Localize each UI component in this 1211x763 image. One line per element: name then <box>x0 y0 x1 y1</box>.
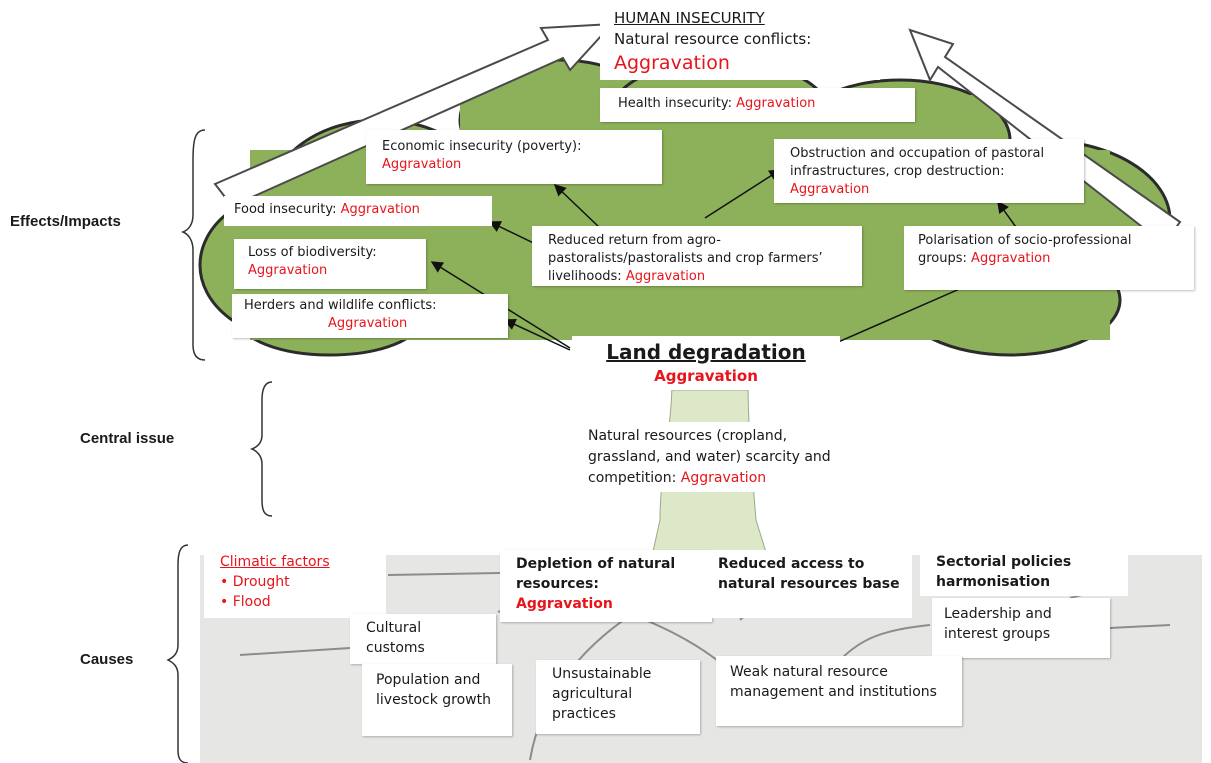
obstruction-label: Obstruction and occupation of pastoral i… <box>790 146 1045 179</box>
herders-wildlife-box: Herders and wildlife conflicts: Aggravat… <box>232 294 508 338</box>
weak-management-box: Weak natural resource management and ins… <box>716 656 962 726</box>
label-causes: Causes <box>80 651 134 668</box>
health-insecurity-value: Aggravation <box>736 96 816 111</box>
human-insecurity-title: HUMAN INSECURITY <box>614 9 765 27</box>
land-degradation-title: Land degradation <box>606 340 806 364</box>
label-central-issue: Central issue <box>80 430 175 447</box>
sectorial-policies-label: Sectorial policies harmonisation <box>936 554 1072 590</box>
reduced-return-label: Reduced return from agro-pastoralists/pa… <box>548 233 823 284</box>
polarisation-value: Aggravation <box>971 251 1051 266</box>
hollow-arrows <box>213 22 1182 246</box>
central-issue-value: Aggravation <box>680 470 767 486</box>
economic-insecurity-value: Aggravation <box>382 157 462 172</box>
land-degradation-box: Land degradation Aggravation <box>572 336 840 390</box>
reduced-access-label: Reduced access to natural resources base <box>718 556 900 592</box>
natural-resource-conflicts-value: Aggravation <box>614 52 730 74</box>
population-growth-box: Population and livestock growth <box>362 664 512 736</box>
central-issue-box: Natural resources (cropland, grassland, … <box>580 422 870 492</box>
sectorial-policies-box: Sectorial policies harmonisation <box>920 550 1128 596</box>
land-degradation-value: Aggravation <box>654 367 758 385</box>
loss-biodiversity-value: Aggravation <box>248 263 328 278</box>
label-effects-impacts: Effects/Impacts <box>10 213 121 230</box>
obstruction-value: Aggravation <box>790 182 870 197</box>
climatic-factors-box: Climatic factors • Drought • Flood <box>204 550 386 618</box>
central-issue-label: Natural resources (cropland, grassland, … <box>588 428 831 486</box>
population-growth-label: Population and livestock growth <box>376 672 491 708</box>
side-braces <box>166 129 273 763</box>
climatic-item-drought: • Drought <box>220 574 290 590</box>
unsustainable-practices-label: Unsustainable agricultural practices <box>552 666 652 722</box>
economic-insecurity-box: Economic insecurity (poverty): Aggravati… <box>366 130 662 184</box>
leadership-box: Leadership and interest groups <box>932 598 1110 658</box>
reduced-return-box: Reduced return from agro-pastoralists/pa… <box>532 226 862 286</box>
health-insecurity-label: Health insecurity: <box>618 96 737 111</box>
climatic-item-flood: • Flood <box>220 594 271 610</box>
herders-wildlife-value: Aggravation <box>328 316 408 331</box>
food-insecurity-value: Aggravation <box>340 202 420 217</box>
obstruction-box: Obstruction and occupation of pastoral i… <box>774 139 1084 203</box>
human-insecurity-box: HUMAN INSECURITY Natural resource confli… <box>600 6 880 80</box>
depletion-value: Aggravation <box>516 596 613 612</box>
cultural-customs-box: Cultural customs <box>350 614 496 664</box>
leadership-label: Leadership and interest groups <box>944 606 1052 642</box>
weak-management-label: Weak natural resource management and ins… <box>730 664 937 700</box>
economic-insecurity-label: Economic insecurity (poverty): <box>382 139 582 154</box>
unsustainable-practices-box: Unsustainable agricultural practices <box>536 660 700 734</box>
polarisation-label: Polarisation of socio-professional group… <box>918 233 1132 266</box>
cultural-customs-label: Cultural customs <box>366 620 425 656</box>
reduced-return-value: Aggravation <box>625 269 706 284</box>
natural-resource-conflicts-label: Natural resource conflicts: <box>614 30 812 48</box>
loss-biodiversity-label: Loss of biodiversity: <box>248 245 377 260</box>
climatic-factors-title: Climatic factors <box>220 554 330 570</box>
food-insecurity-label: Food insecurity: <box>234 202 341 217</box>
herders-wildlife-label: Herders and wildlife conflicts: <box>244 298 437 313</box>
health-insecurity-box: Health insecurity: Aggravation <box>600 88 915 122</box>
depletion-label: Depletion of natural resources: <box>516 556 676 592</box>
polarisation-box: Polarisation of socio-professional group… <box>904 226 1194 290</box>
depletion-box: Depletion of natural resources: Aggravat… <box>500 550 712 622</box>
food-insecurity-box: Food insecurity: Aggravation <box>224 196 492 226</box>
loss-biodiversity-box: Loss of biodiversity: Aggravation <box>234 239 426 289</box>
reduced-access-box: Reduced access to natural resources base <box>712 550 912 618</box>
